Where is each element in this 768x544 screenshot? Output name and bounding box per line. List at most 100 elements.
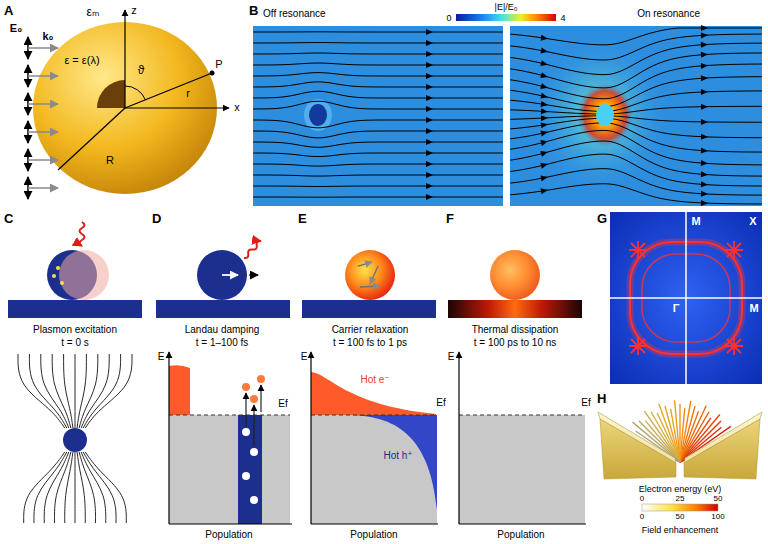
streamline	[510, 43, 762, 75]
streamline-arrow	[540, 93, 548, 100]
streamline-arrow	[540, 149, 548, 157]
stage-title: Carrier relaxation	[332, 325, 409, 335]
streamline	[253, 120, 503, 128]
streamline-arrow	[426, 128, 433, 134]
incident-field-arrows	[28, 37, 58, 199]
radius-line	[58, 108, 125, 170]
nanoparticle	[596, 104, 614, 126]
colorbar-tick: 0	[640, 495, 644, 503]
streamline-arrow	[701, 41, 708, 47]
streamline	[510, 91, 762, 112]
streamline	[510, 123, 762, 152]
population-axis	[169, 523, 292, 524]
heated-substrate	[448, 300, 582, 318]
streamline-arrow	[540, 83, 548, 91]
streamline-arrow	[541, 35, 549, 42]
nanoparticle	[309, 104, 327, 126]
streamline	[510, 34, 762, 60]
field-line	[65, 452, 73, 523]
streamline-arrow	[541, 121, 549, 128]
field-line	[75, 354, 76, 428]
colorbar-tick: 100	[711, 513, 724, 521]
hot-electron	[242, 383, 250, 391]
streamline-arrow	[701, 191, 708, 197]
emission-arrow	[241, 274, 258, 276]
streamline	[253, 164, 503, 166]
streamline-arrow	[701, 119, 708, 125]
field-line	[81, 354, 109, 428]
panel-letter: E	[298, 212, 307, 225]
streamline	[253, 197, 503, 198]
streamline-arrow	[426, 51, 433, 57]
colorbar-tick: 0	[640, 513, 644, 521]
fermi-level-label: Ef	[436, 398, 445, 408]
streamline	[253, 82, 503, 87]
bowtie-antenna	[684, 419, 760, 479]
stage-title: Thermal dissipation	[472, 325, 559, 335]
colorbar-tick: 50	[714, 495, 723, 503]
radius-label: r	[186, 88, 190, 99]
angle-label: ϑ	[138, 64, 145, 76]
streamline	[253, 175, 503, 176]
colorbar	[456, 14, 556, 21]
streamline-arrow	[426, 62, 433, 68]
time-scale: t = 100 ps to 10 ns	[474, 338, 557, 348]
streamline-arrow	[426, 29, 433, 35]
scattering-arrow	[358, 262, 372, 266]
colorbar-tick: 50	[676, 513, 685, 521]
hot-electron	[257, 375, 265, 383]
fermi-level	[459, 415, 585, 416]
streamline-arrow	[426, 194, 433, 200]
field-map	[510, 26, 762, 206]
streamline	[253, 73, 503, 76]
streamline	[253, 186, 503, 187]
brillouin-zone-line	[610, 297, 762, 299]
streamline-arrow	[701, 89, 708, 95]
warm-nanoparticle	[490, 250, 540, 300]
axis-label: Population	[205, 530, 252, 540]
wavevector-arrow	[28, 187, 58, 189]
symmetry-point: X	[749, 216, 756, 227]
hole	[242, 472, 250, 480]
field-line	[83, 452, 116, 523]
wavevector-arrow	[28, 103, 58, 105]
streamline-arrow	[426, 117, 433, 123]
symmetry-point: Γ	[673, 303, 680, 314]
colorbar-title: Electron energy (eV)	[639, 485, 722, 494]
band-structure-map	[610, 212, 762, 384]
streamline-arrow	[540, 138, 548, 146]
hot-spot	[629, 337, 647, 355]
streamline	[253, 153, 503, 157]
streamline-arrow	[541, 187, 549, 194]
streamline-arrow	[701, 134, 708, 140]
streamline-arrow	[701, 160, 708, 166]
streamline-arrow	[540, 161, 548, 169]
fermi-sea	[169, 415, 290, 524]
panel-letter: H	[597, 392, 606, 405]
field-map	[253, 26, 503, 206]
colorbar	[642, 504, 718, 511]
electron-cloud	[59, 250, 109, 300]
wavevector-arrow	[28, 75, 58, 77]
hot-hole-distribution	[350, 415, 437, 510]
field-line	[41, 354, 69, 428]
scattering-arrow	[360, 286, 380, 287]
field-line	[75, 452, 76, 523]
streamline-arrow	[701, 32, 708, 38]
colorbar-tick: 4	[560, 14, 565, 23]
streamline	[510, 141, 762, 176]
excitation-arrow	[245, 393, 246, 426]
radius-label: R	[106, 155, 114, 166]
axis-label: E	[158, 352, 165, 362]
axis-label: x	[234, 102, 240, 113]
stage-title: Plasmon excitation	[33, 325, 117, 335]
panel-letter: B	[249, 4, 258, 17]
streamline-arrow	[426, 139, 433, 145]
excited-band	[238, 415, 262, 524]
hot-spot	[725, 337, 743, 355]
field-line	[77, 452, 85, 523]
streamline	[253, 142, 503, 147]
time-scale: t = 100 fs to 1 ps	[333, 338, 407, 348]
streamline-arrow	[701, 181, 708, 187]
